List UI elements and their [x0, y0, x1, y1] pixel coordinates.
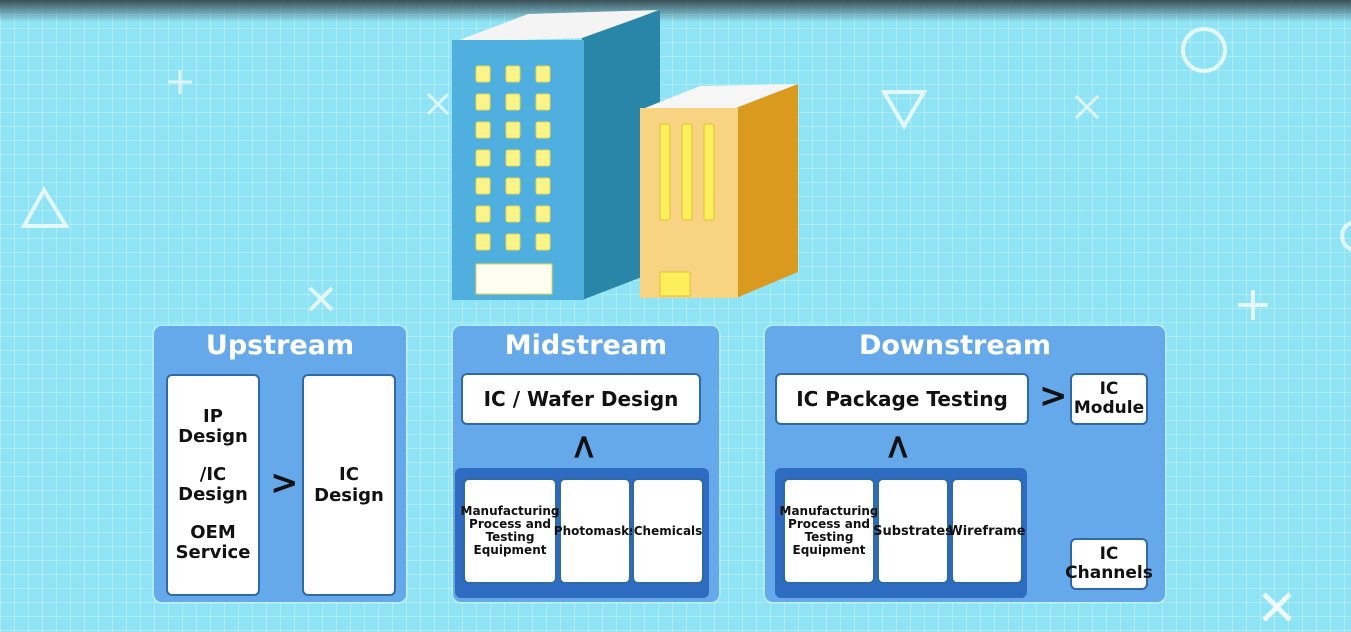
wireframe-box: Wireframe: [948, 478, 1026, 584]
substrates-box: Substrates: [873, 478, 953, 584]
wafer-design-label: IC / Wafer Design: [483, 387, 679, 411]
downstream-title: Downstream: [858, 330, 1052, 361]
x-decoration: [1262, 592, 1292, 622]
cross-decoration: [1238, 290, 1268, 320]
downstream-equipment-box: Manufacturing Process and Testing Equipm…: [780, 478, 879, 584]
photomasks-label: Photomasks: [553, 523, 637, 538]
midstream-supplies-tray: Manufacturing Process and Testing Equipm…: [455, 468, 709, 598]
buildings-illustration: [452, 10, 798, 300]
package-testing-box: IC Package Testing: [775, 373, 1029, 425]
triangle-decoration: [20, 186, 70, 228]
upstream-panel: Upstream IP Design /IC Design OEM Servic…: [154, 326, 406, 602]
ip-design-label: IP Design: [178, 406, 248, 447]
package-testing-label: IC Package Testing: [796, 387, 1008, 411]
chevron-up-icon: >: [563, 432, 604, 462]
ic-module-box: IC Module: [1070, 373, 1148, 425]
midstream-title: Midstream: [504, 330, 668, 361]
partial-circle-decoration: [1340, 220, 1351, 252]
chemicals-box: Chemicals: [632, 478, 704, 584]
ic-design-box-label: IC Design: [314, 464, 384, 506]
upstream-title: Upstream: [205, 330, 355, 361]
circle-decoration: [1181, 27, 1227, 73]
chemicals-label: Chemicals: [633, 523, 703, 538]
wafer-design-box: IC / Wafer Design: [461, 373, 701, 425]
midstream-equipment-box: Manufacturing Process and Testing Equipm…: [460, 478, 560, 584]
ic-module-label: IC Module: [1073, 379, 1145, 418]
top-shadow: [0, 0, 1351, 22]
ic-design-box: IC Design: [302, 374, 396, 596]
ic-design-label: /IC Design: [178, 464, 248, 505]
chevron-up-icon: >: [877, 432, 918, 462]
x-decoration: [308, 286, 334, 312]
downstream-equipment-label: Manufacturing Process and Testing Equipm…: [779, 504, 879, 557]
downstream-panel: Downstream IC Package Testing > IC Modul…: [765, 326, 1165, 602]
ic-channels-box: IC Channels: [1065, 538, 1153, 590]
ip-design-box: IP Design /IC Design OEM Service: [166, 374, 260, 596]
ic-channels-label: IC Channels: [1065, 544, 1153, 583]
triangle-decoration: [880, 90, 928, 130]
chevron-right-icon: >: [270, 463, 299, 503]
downstream-supplies-tray: Manufacturing Process and Testing Equipm…: [775, 468, 1027, 598]
photomasks-box: Photomasks: [554, 478, 636, 584]
chevron-right-icon: >: [1039, 376, 1068, 416]
x-decoration: [426, 92, 450, 116]
midstream-equipment-label: Manufacturing Process and Testing Equipm…: [460, 504, 560, 557]
oem-service-label: OEM Service: [175, 522, 251, 563]
midstream-panel: Midstream IC / Wafer Design > Manufactur…: [453, 326, 719, 602]
wireframe-label: Wireframe: [948, 523, 1026, 539]
cross-decoration: [168, 70, 192, 94]
x-decoration: [1074, 94, 1100, 120]
substrates-label: Substrates: [873, 523, 953, 539]
